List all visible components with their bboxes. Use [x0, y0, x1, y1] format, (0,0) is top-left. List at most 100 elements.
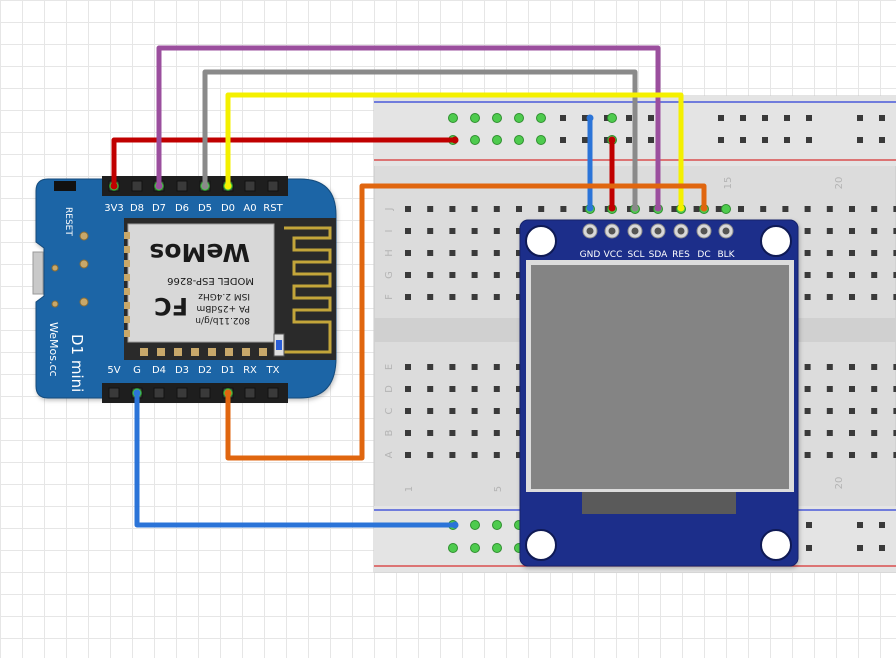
rail-hole[interactable]	[879, 115, 885, 121]
bottom-header-pin[interactable]	[267, 387, 279, 399]
terminal-hole[interactable]	[471, 206, 478, 212]
rail-hole[interactable]	[740, 137, 746, 143]
bottom-header-pin[interactable]	[108, 387, 120, 399]
terminal-hole[interactable]	[427, 272, 434, 278]
terminal-hole[interactable]	[849, 430, 855, 436]
terminal-hole[interactable]	[516, 430, 522, 436]
rail-hole[interactable]	[626, 137, 632, 143]
terminal-hole[interactable]	[715, 206, 722, 212]
rail-hole[interactable]	[806, 545, 812, 551]
terminal-hole[interactable]	[516, 294, 522, 300]
terminal-hole[interactable]	[782, 206, 789, 212]
terminal-hole[interactable]	[471, 228, 478, 234]
terminal-hole[interactable]	[405, 364, 411, 370]
terminal-hole[interactable]	[405, 272, 411, 278]
terminal-hole[interactable]	[893, 228, 896, 234]
wire-d7-to-sda[interactable]	[156, 45, 661, 211]
terminal-hole[interactable]	[471, 294, 478, 300]
rail-hole[interactable]	[857, 115, 863, 121]
bottom-header-pin[interactable]	[244, 387, 256, 399]
terminal-hole[interactable]	[671, 206, 678, 212]
terminal-hole[interactable]	[871, 386, 878, 392]
terminal-hole[interactable]	[493, 250, 500, 256]
rail-hole[interactable]	[857, 137, 863, 143]
terminal-hole[interactable]	[893, 408, 896, 414]
terminal-hole[interactable]	[516, 228, 522, 234]
terminal-hole[interactable]	[871, 272, 878, 278]
terminal-hole[interactable]	[893, 272, 896, 278]
terminal-hole[interactable]	[871, 228, 878, 234]
terminal-hole[interactable]	[804, 272, 811, 278]
terminal-hole[interactable]	[849, 408, 855, 414]
terminal-hole[interactable]	[804, 452, 811, 458]
terminal-hole[interactable]	[516, 272, 522, 278]
terminal-hole[interactable]	[471, 364, 478, 370]
terminal-hole[interactable]	[516, 386, 522, 392]
wire-3v3-to-rail[interactable]	[111, 137, 458, 189]
rail-hole[interactable]	[648, 137, 654, 143]
terminal-hole[interactable]	[871, 408, 878, 414]
terminal-hole[interactable]	[826, 364, 833, 370]
rail-hole[interactable]	[879, 522, 885, 528]
terminal-hole[interactable]	[849, 294, 855, 300]
terminal-hole[interactable]	[826, 386, 833, 392]
terminal-hole[interactable]	[449, 452, 456, 458]
terminal-hole[interactable]	[493, 228, 500, 234]
terminal-hole[interactable]	[471, 452, 478, 458]
terminal-hole[interactable]	[493, 206, 500, 212]
terminal-hole[interactable]	[427, 408, 434, 414]
terminal-hole[interactable]	[405, 386, 411, 392]
terminal-hole[interactable]	[871, 206, 878, 212]
terminal-hole[interactable]	[427, 364, 434, 370]
terminal-hole[interactable]	[449, 386, 456, 392]
rail-hole[interactable]	[784, 137, 790, 143]
rail-hole[interactable]	[718, 115, 724, 121]
rail-hole[interactable]	[806, 522, 812, 528]
rail-hole[interactable]	[560, 137, 566, 143]
terminal-hole[interactable]	[538, 206, 545, 212]
terminal-hole[interactable]	[516, 206, 522, 212]
wire-gnd-to-rail[interactable]	[134, 390, 458, 528]
rail-hole[interactable]	[648, 115, 654, 121]
wire-d1-to-dc[interactable]	[225, 183, 707, 461]
rail-hole[interactable]	[879, 137, 885, 143]
terminal-hole[interactable]	[804, 364, 811, 370]
terminal-hole[interactable]	[493, 364, 500, 370]
top-header-pin[interactable]	[244, 180, 256, 192]
bottom-header-pin[interactable]	[176, 387, 188, 399]
terminal-hole[interactable]	[405, 228, 411, 234]
terminal-hole[interactable]	[449, 228, 456, 234]
terminal-hole[interactable]	[493, 272, 500, 278]
terminal-hole[interactable]	[427, 386, 434, 392]
terminal-hole[interactable]	[893, 294, 896, 300]
terminal-hole[interactable]	[804, 408, 811, 414]
terminal-hole[interactable]	[826, 294, 833, 300]
rail-hole[interactable]	[762, 115, 768, 121]
rail-hole[interactable]	[879, 545, 885, 551]
terminal-hole[interactable]	[405, 250, 411, 256]
terminal-hole[interactable]	[893, 430, 896, 436]
terminal-hole[interactable]	[849, 228, 855, 234]
wire-d0-to-res[interactable]	[225, 92, 684, 211]
terminal-hole[interactable]	[516, 364, 522, 370]
rail-hole[interactable]	[762, 137, 768, 143]
rail-hole[interactable]	[784, 115, 790, 121]
terminal-hole[interactable]	[493, 430, 500, 436]
terminal-hole[interactable]	[493, 386, 500, 392]
rail-hole[interactable]	[582, 137, 588, 143]
terminal-hole[interactable]	[405, 206, 411, 212]
rail-hole[interactable]	[626, 115, 632, 121]
terminal-hole[interactable]	[760, 206, 767, 212]
terminal-hole[interactable]	[804, 228, 811, 234]
terminal-hole[interactable]	[871, 430, 878, 436]
terminal-hole[interactable]	[427, 430, 434, 436]
terminal-hole[interactable]	[826, 272, 833, 278]
terminal-hole[interactable]	[649, 206, 656, 212]
terminal-hole[interactable]	[449, 206, 456, 212]
terminal-hole[interactable]	[804, 430, 811, 436]
bottom-header-pin[interactable]	[199, 387, 211, 399]
terminal-hole[interactable]	[738, 206, 744, 212]
terminal-hole[interactable]	[804, 294, 811, 300]
terminal-hole[interactable]	[826, 228, 833, 234]
terminal-hole[interactable]	[449, 408, 456, 414]
